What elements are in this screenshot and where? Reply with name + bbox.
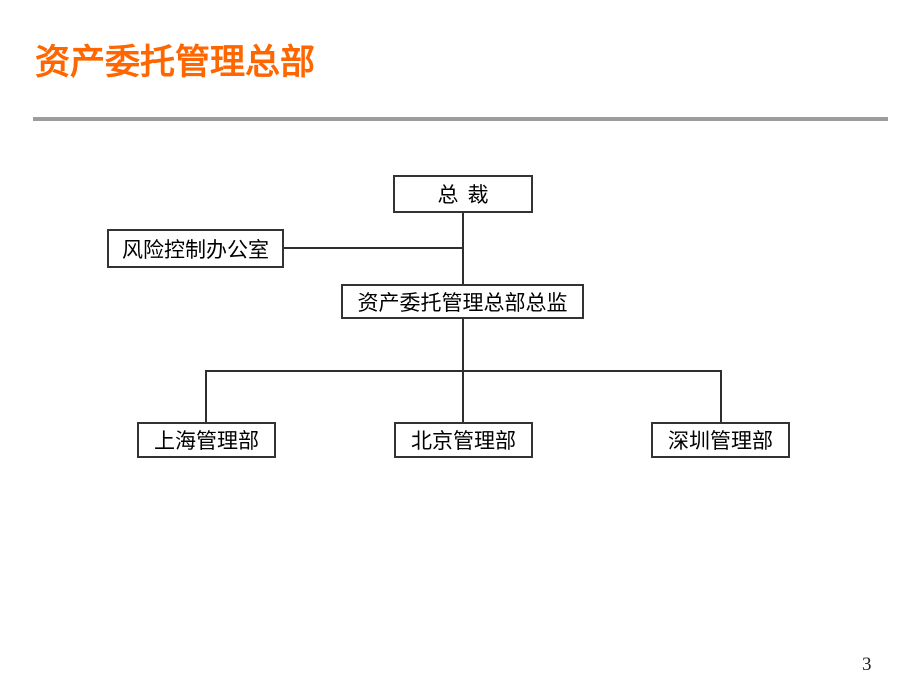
connector-director-to-bus [462, 319, 464, 372]
page-number: 3 [862, 654, 872, 675]
connector-risk-office-branch [284, 247, 464, 249]
org-node-beijing-dept: 北京管理部 [394, 422, 533, 458]
org-node-risk-control-office: 风险控制办公室 [107, 229, 284, 268]
connector-bus-to-beijing [462, 370, 464, 422]
org-node-shenzhen-dept: 深圳管理部 [651, 422, 790, 458]
connector-bus-to-shanghai [205, 370, 207, 422]
org-node-hq-director: 资产委托管理总部总监 [341, 284, 584, 319]
slide-title: 资产委托管理总部 [35, 43, 316, 82]
org-node-president: 总裁 [393, 175, 533, 213]
connector-bus-to-shenzhen [720, 370, 722, 422]
title-divider-line [33, 117, 888, 121]
org-node-shanghai-dept: 上海管理部 [137, 422, 276, 458]
